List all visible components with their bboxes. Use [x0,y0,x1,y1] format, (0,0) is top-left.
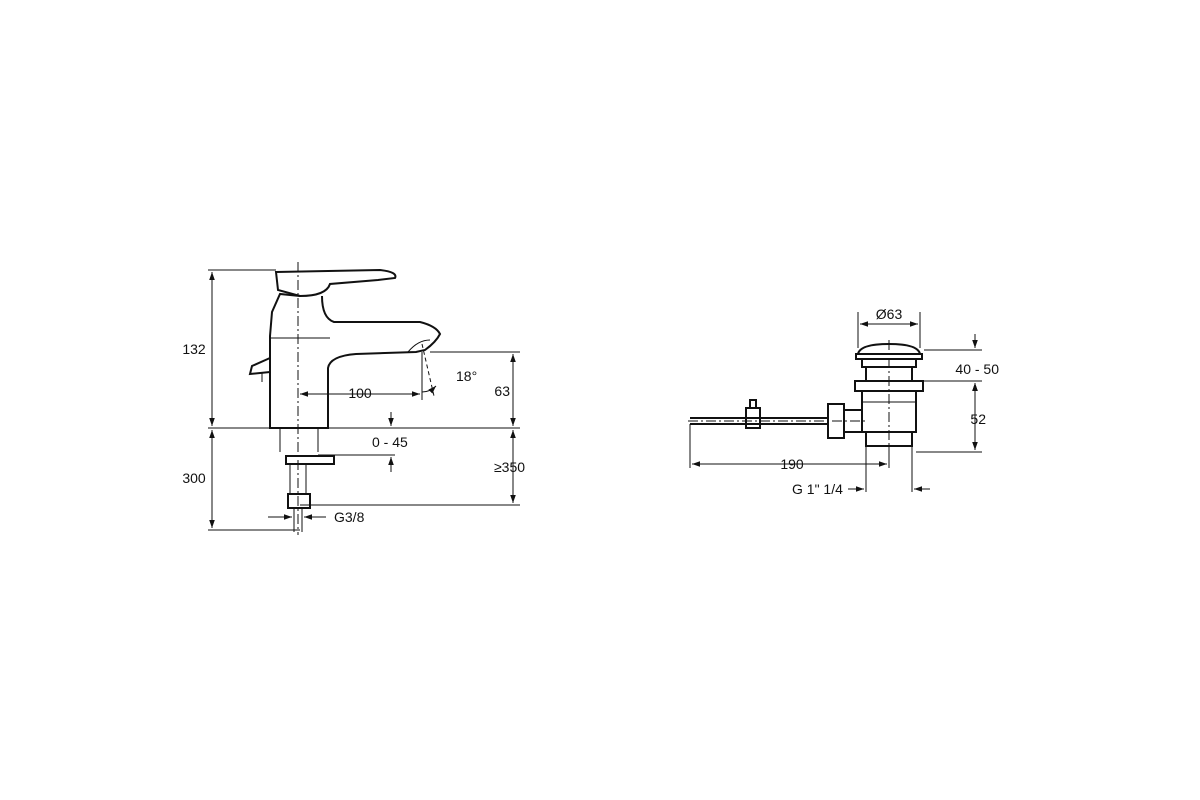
faucet-drawing: 132 300 100 63 18° 0 - 45 ≥350 G3/8 [182,262,525,535]
shank-nut [285,455,335,465]
drain-drawing: Ø63 40 - 50 52 190 G 1" 1/4 [688,306,999,497]
dim-thread-g38: G3/8 [334,509,365,525]
dim-drain-body-height: 52 [970,411,986,427]
dim-spout-height: 63 [494,383,510,399]
popup-knob [248,357,271,376]
dim-deck-thickness: 0 - 45 [372,434,408,450]
faucet-lever [274,268,397,298]
dim-rod-length: 190 [780,456,804,472]
dim-drain-diameter: Ø63 [876,306,903,322]
dim-hose-length: ≥350 [494,459,525,475]
connector-nut [287,493,311,509]
dim-tail-length: 300 [182,470,206,486]
faucet-body [269,292,442,429]
dim-body-height: 132 [182,341,206,357]
dim-spout-reach: 100 [348,385,372,401]
drain-cap [856,342,922,355]
dim-drain-thread: G 1" 1/4 [792,481,843,497]
dim-flange-range: 40 - 50 [955,361,999,377]
dim-spout-angle: 18° [456,368,477,384]
